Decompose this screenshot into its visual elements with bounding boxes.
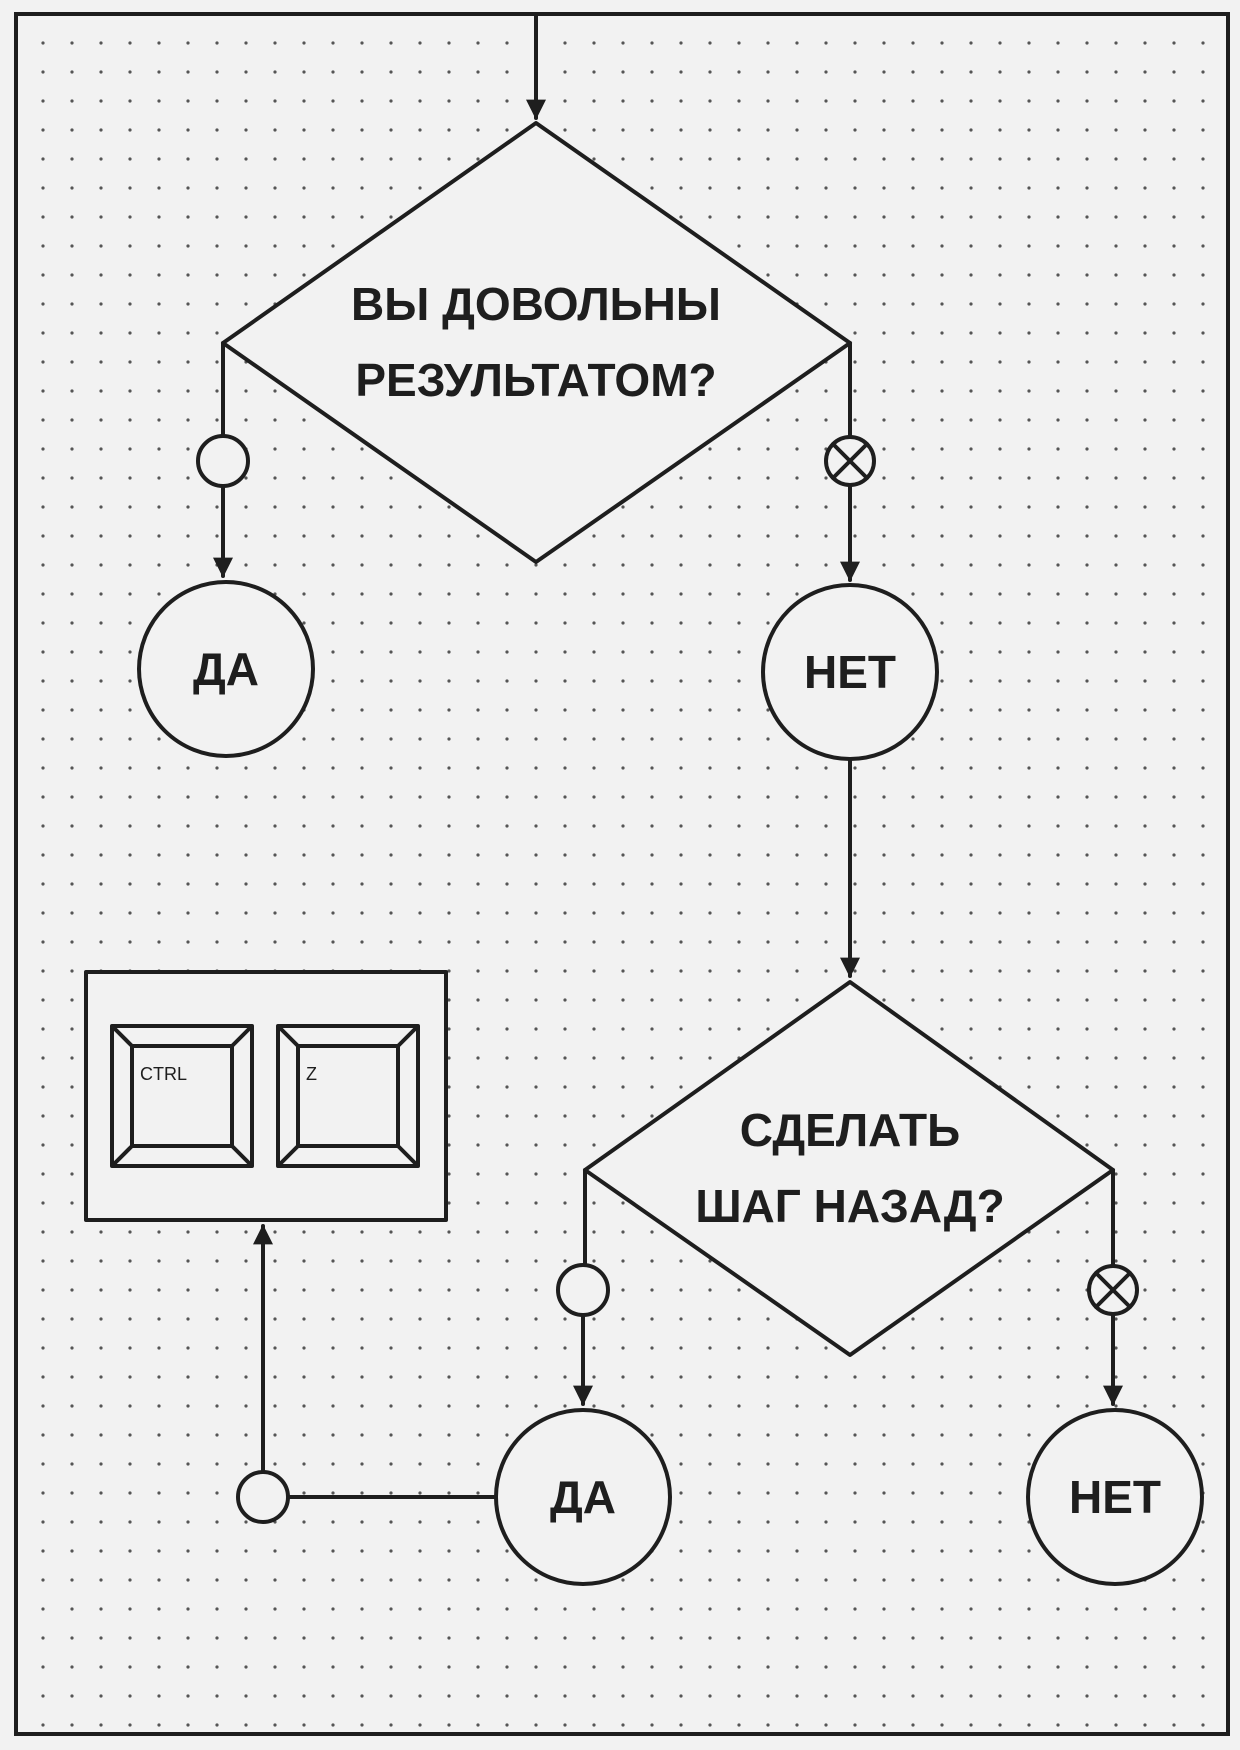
ctrl-key-label: CTRL <box>140 1064 187 1084</box>
z-key-label: Z <box>306 1064 317 1084</box>
yes-marker-icon <box>196 434 250 488</box>
decision-diamond-satisfied <box>221 121 852 564</box>
d2-no-label: НЕТ <box>1069 1471 1161 1523</box>
d1-no-label: НЕТ <box>804 646 896 698</box>
decision2-line1: СДЕЛАТЬ <box>740 1104 960 1156</box>
no-marker-icon <box>824 435 876 487</box>
ctrl-key <box>110 1024 254 1168</box>
yes-marker-icon <box>556 1263 610 1317</box>
z-key <box>276 1024 420 1168</box>
d1-yes-label: ДА <box>193 643 259 695</box>
decision-diamond-step-back <box>583 980 1115 1357</box>
decision1-line1: ВЫ ДОВОЛЬНЫ <box>351 278 721 330</box>
d2-yes-label: ДА <box>550 1471 616 1523</box>
d2-no-node <box>1026 1408 1204 1586</box>
yes-marker-icon <box>236 1470 290 1524</box>
decision2-line2: ШАГ НАЗАД? <box>695 1180 1004 1232</box>
decision1-line2: РЕЗУЛЬТАТОМ? <box>355 354 716 406</box>
d1-yes-node <box>137 580 315 758</box>
page-frame <box>14 12 1230 1736</box>
no-marker-icon <box>1087 1264 1139 1316</box>
